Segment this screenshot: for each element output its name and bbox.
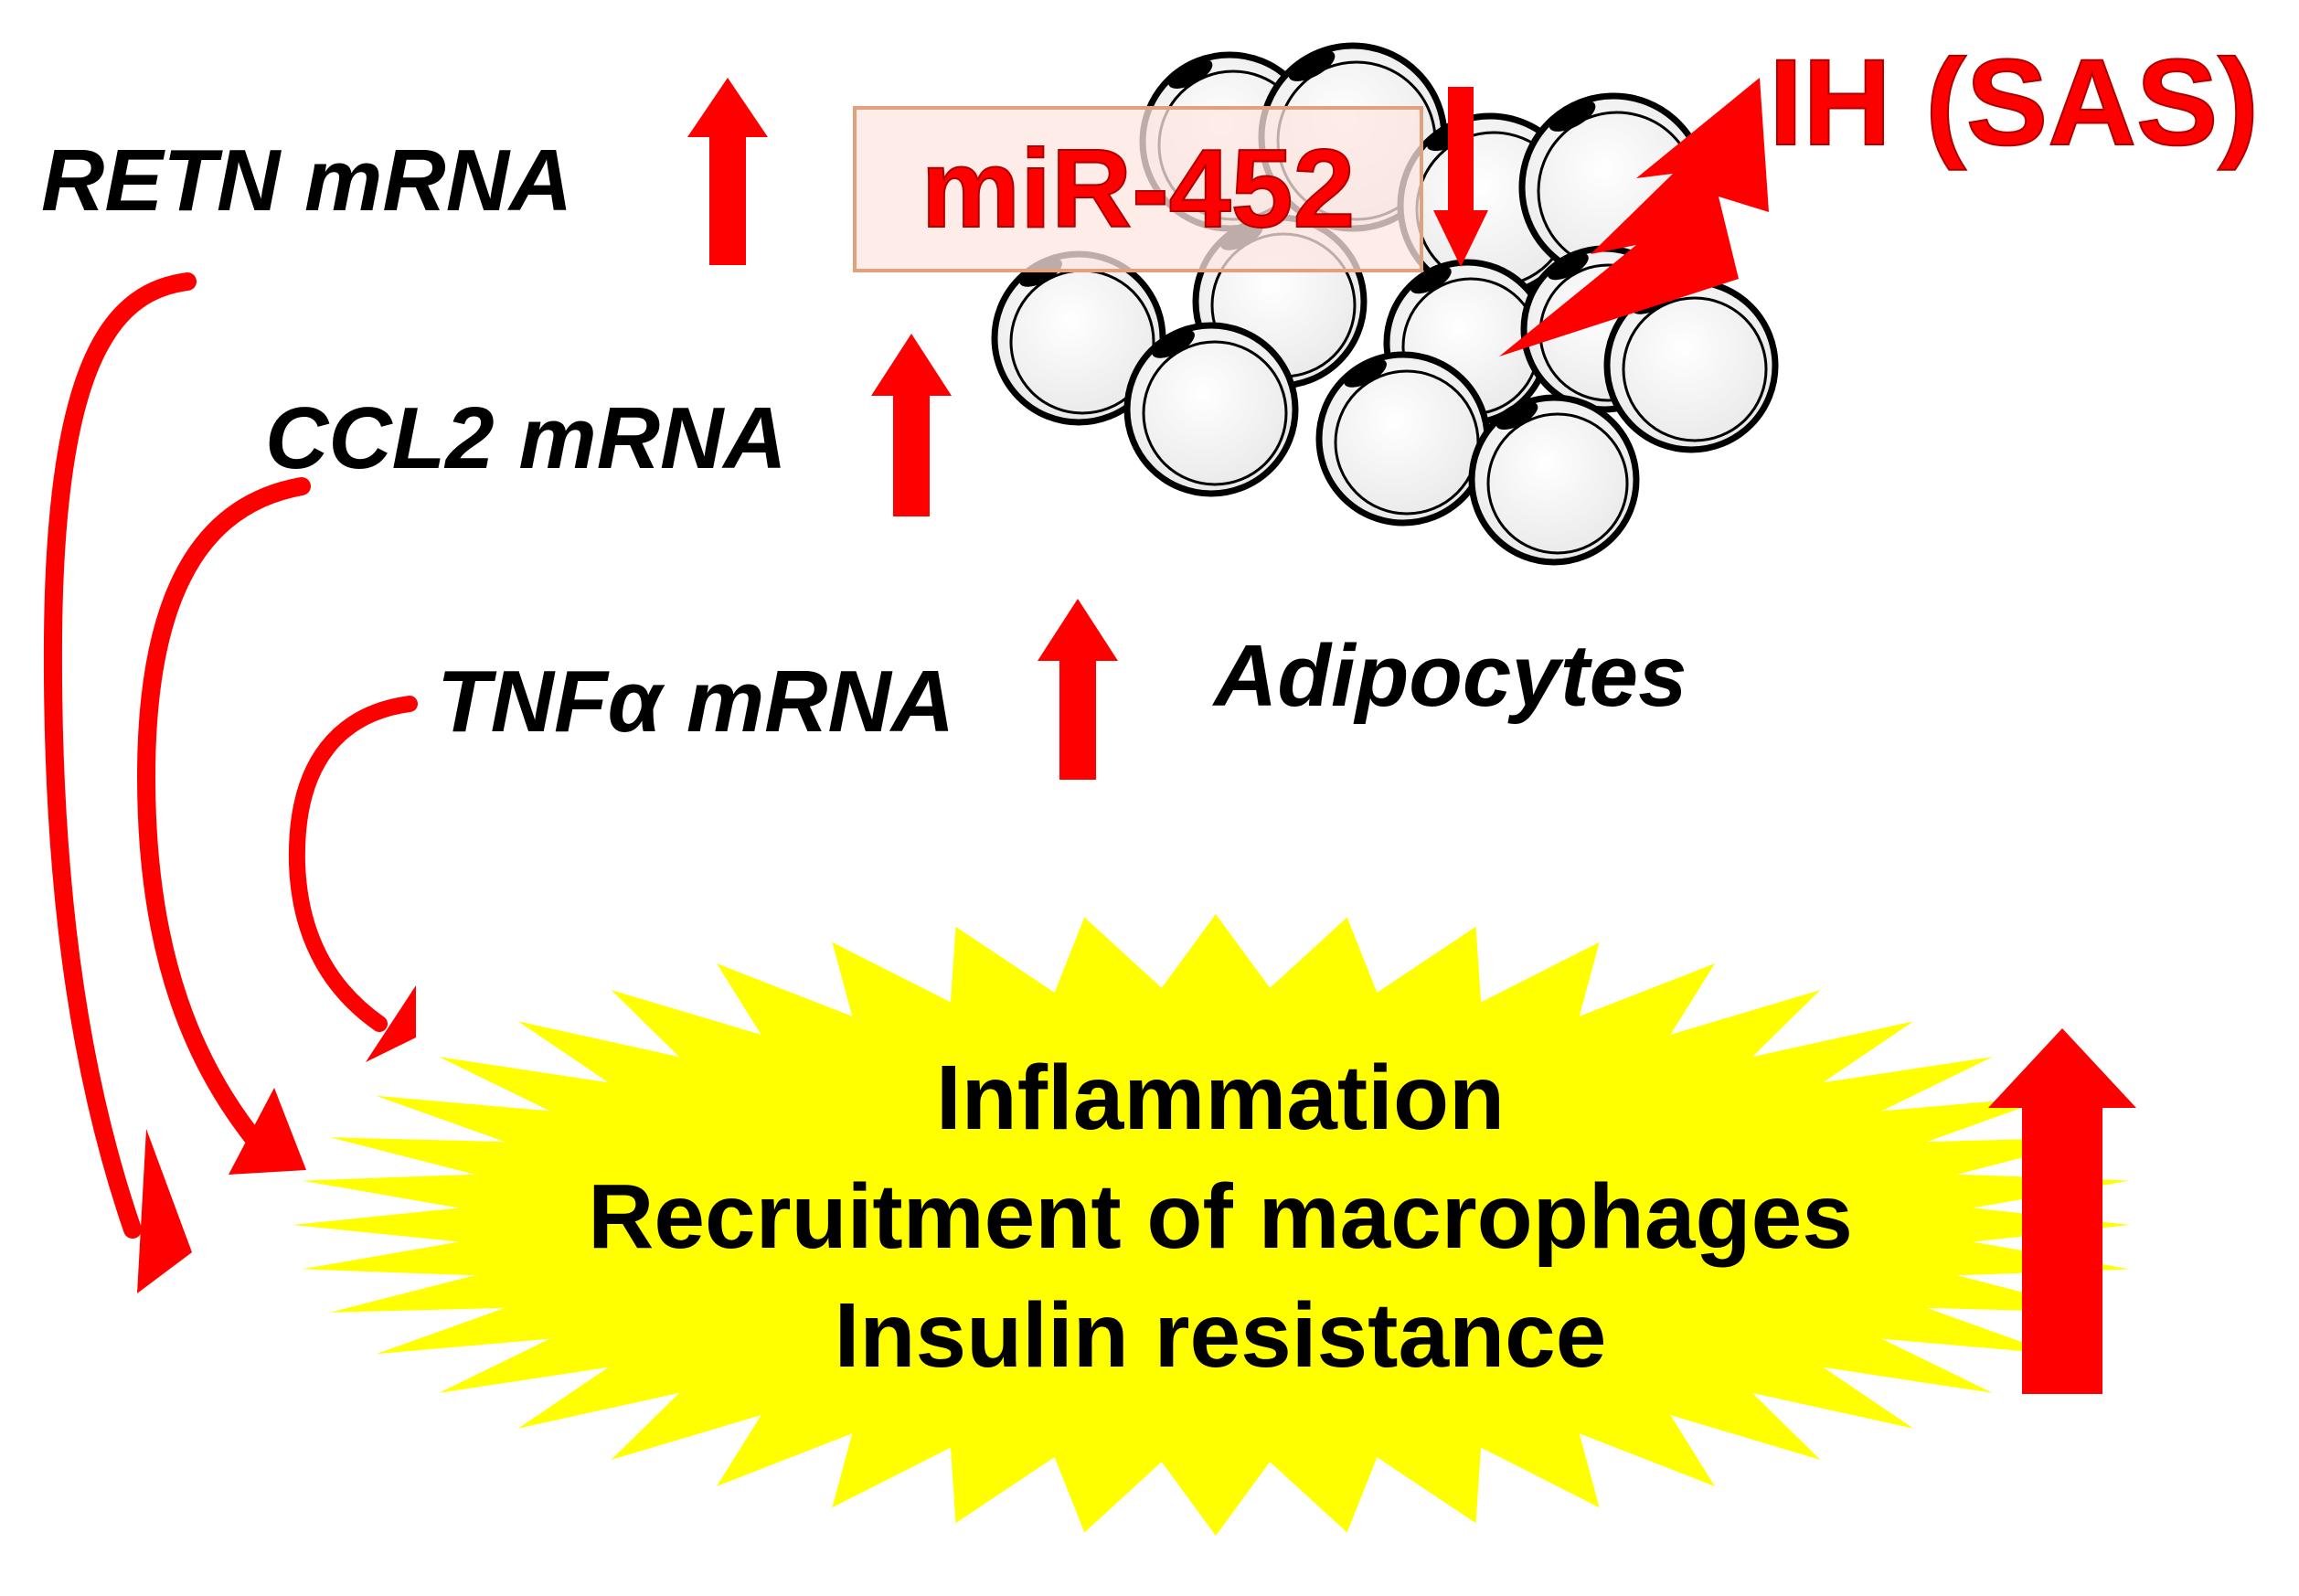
mir-down-arrow xyxy=(1433,87,1488,267)
adipocyte-cell xyxy=(1123,322,1299,497)
nucleus-icon xyxy=(1152,329,1195,358)
ccl2-up-arrow xyxy=(871,334,952,516)
nucleus-icon xyxy=(1288,50,1336,81)
nucleus-icon xyxy=(1495,401,1538,430)
ccl2-mrna-label: CCL2 mRNA xyxy=(265,389,787,487)
adipocyte-cell xyxy=(1315,351,1491,527)
curved-arrow-retn xyxy=(43,272,197,1293)
outcome-burst xyxy=(293,914,2130,1536)
nucleus-icon xyxy=(1549,101,1596,132)
nucleus-icon xyxy=(1168,59,1213,89)
outcome-list: Inflammation Recruitment of macrophages … xyxy=(588,1047,1853,1387)
retn-mrna-label: RETN mRNA xyxy=(41,132,572,229)
outcome-up-arrow xyxy=(1988,1028,2136,1394)
outcome-insulin-resistance: Insulin resistance xyxy=(835,1284,1607,1387)
mir-452-box: miR-452 xyxy=(853,106,1423,272)
adipocytes-label: Adipocytes xyxy=(1212,627,1687,725)
outcome-recruitment: Recruitment of macrophages xyxy=(588,1165,1853,1268)
nucleus-icon xyxy=(1548,252,1589,281)
nucleus-icon xyxy=(1344,358,1387,388)
outcome-inflammation: Inflammation xyxy=(936,1047,1505,1149)
curved-arrow-tnfa xyxy=(288,696,418,1062)
retn-up-arrow xyxy=(687,78,768,265)
lightning-bolt-icon xyxy=(1499,78,1769,356)
mir-452-label: miR-452 xyxy=(921,126,1356,250)
adipocyte-cell xyxy=(1468,394,1640,566)
tnfa-up-arrow xyxy=(1038,599,1118,780)
ih-sas-label: IH (SAS) xyxy=(1769,35,2259,171)
nucleus-icon xyxy=(1410,266,1452,294)
tnfa-mrna-label: TNFα mRNA xyxy=(437,653,954,750)
curved-arrow-ccl2 xyxy=(136,477,311,1175)
